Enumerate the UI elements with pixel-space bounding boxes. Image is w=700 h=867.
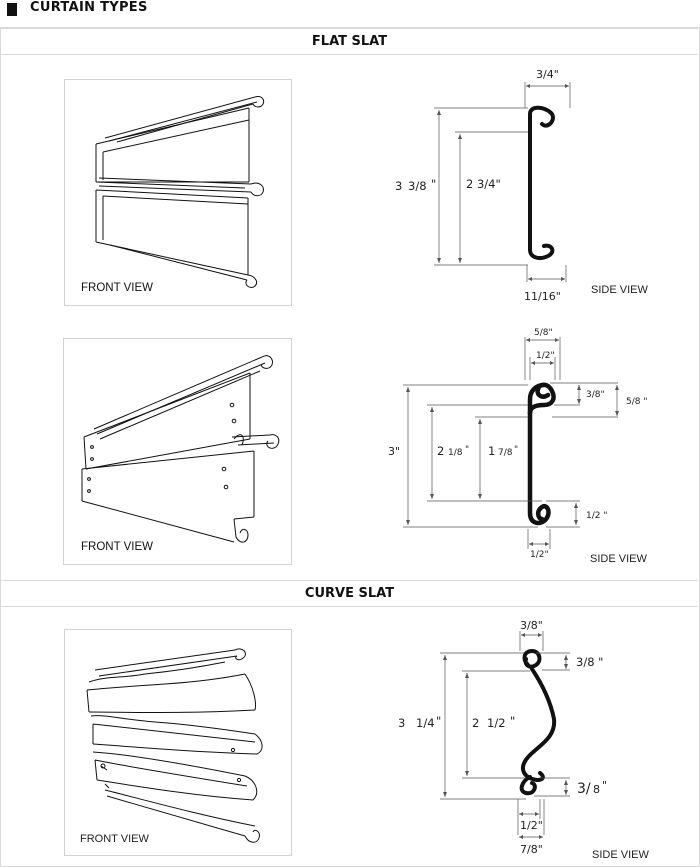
- flat-slat-overall-height-unit: ": [431, 177, 436, 191]
- flat-slat-2-hook-b: 5/8 ": [626, 397, 648, 407]
- curve-slat-title: CURVE SLAT: [304, 586, 395, 601]
- flat-slat-2-side-view-drawing: 5/8" 1/2" 3/8" 5/8 " 3" 2 1/8 " 1 7/8 " …: [388, 328, 648, 560]
- flat-slat-2-overall-height: 3": [388, 445, 400, 458]
- flat-slat-overall-height-frac: 3/8: [408, 179, 427, 193]
- flat-slat-title: FLAT SLAT: [311, 34, 388, 49]
- flat-slat-inner-height: 2 3/4": [466, 177, 501, 191]
- flat-slat-top-width: 3/4": [536, 68, 559, 81]
- flat-slat-bottom-width: 11/16": [524, 290, 561, 303]
- curve-slat-inner-height-frac: 1/2: [487, 716, 506, 730]
- flat-slat-2-bottom-width: 1/2": [530, 550, 549, 560]
- flat-slat-front-view-box: FRONT VIEW: [64, 79, 292, 306]
- curve-slat-bottom-hook-frac: 8: [593, 783, 600, 796]
- page-title: CURTAIN TYPES: [30, 0, 148, 15]
- curve-slat-side-view-label: SIDE VIEW: [592, 849, 649, 861]
- curve-slat-front-view-box: FRONT VIEW: [64, 629, 292, 856]
- header-bullet-icon: [7, 3, 17, 16]
- flat-slat-section-header: FLAT SLAT: [1, 28, 698, 55]
- curve-slat-inner-height-unit: ": [510, 714, 515, 728]
- curve-slat-side-view-drawing: 3/8" 3/8 " 3 1/4 " 2 1/2 " 3/ 8 " 1/2" 7…: [398, 619, 607, 856]
- flat-slat-2-side-view-label: SIDE VIEW: [590, 553, 647, 565]
- curve-slat-front-view-drawing: [86, 648, 263, 843]
- curve-slat-overall-height-unit: ": [436, 714, 441, 728]
- curve-slat-bottom-outer: 7/8": [520, 843, 543, 856]
- curve-slat-bottom-inner: 1/2": [520, 819, 543, 832]
- flat-slat-2-front-view-label: FRONT VIEW: [81, 541, 153, 553]
- flat-slat-2-front-view-box: FRONT VIEW: [63, 338, 292, 565]
- flat-slat-overall-height-whole: 3: [395, 179, 402, 193]
- curve-slat-top-hook: 3/8 ": [576, 655, 603, 669]
- curve-slat-front-view-label: FRONT VIEW: [80, 833, 149, 845]
- flat-slat-front-view-drawing: [95, 96, 265, 288]
- curve-slat-top-width: 3/8": [520, 619, 543, 632]
- flat-slat-2-front-view-drawing: [81, 355, 280, 543]
- curve-slat-bottom-hook-whole: 3/: [577, 781, 591, 797]
- curve-slat-overall-height-frac: 1/4: [416, 716, 435, 730]
- flat-slat-side-view-drawing: 3/4" 3 3/8 " 2 3/4" 11/16": [395, 68, 571, 303]
- curve-slat-overall-height-whole: 3: [398, 716, 405, 730]
- flat-slat-2-inner-height-frac: 7/8: [498, 448, 513, 458]
- flat-slat-2-top-outer: 5/8": [534, 328, 553, 338]
- flat-slat-2-hook-a: 3/8": [586, 390, 605, 400]
- flat-slat-2-bottom-hook: 1/2 ": [586, 511, 608, 521]
- flat-slat-side-view-label: SIDE VIEW: [591, 284, 648, 296]
- flat-slat-2-mid-height-unit: ": [465, 445, 469, 455]
- curve-slat-bottom-hook-unit: ": [602, 779, 607, 792]
- flat-slat-2-mid-height-frac: 1/8: [448, 448, 463, 458]
- flat-slat-2-inner-height-unit: ": [514, 445, 518, 455]
- page-header: CURTAIN TYPES: [0, 0, 700, 22]
- curve-slat-inner-height-whole: 2: [472, 716, 479, 730]
- curve-slat-section-header: CURVE SLAT: [1, 580, 698, 607]
- flat-slat-front-view-label: FRONT VIEW: [81, 282, 153, 294]
- flat-slat-2-inner-height-whole: 1: [488, 444, 495, 458]
- flat-slat-2-mid-height-whole: 2: [437, 444, 444, 458]
- flat-slat-2-top-inner: 1/2": [536, 351, 555, 361]
